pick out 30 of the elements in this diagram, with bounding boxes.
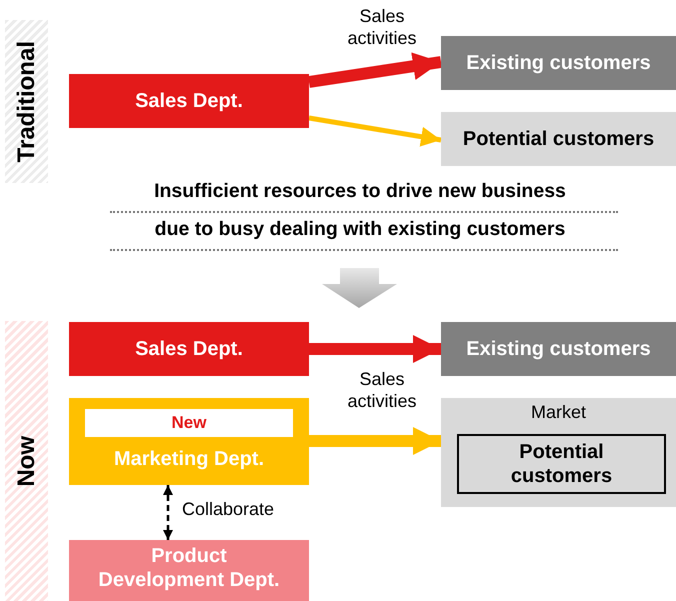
group-box [441, 398, 676, 507]
section-label: Traditional [12, 40, 40, 162]
arrow [163, 485, 173, 540]
node-label: Potential customers [462, 127, 654, 151]
process-box [441, 322, 676, 376]
group-title: Market [530, 402, 587, 423]
node-label: Existing customers [466, 337, 651, 361]
process-box [69, 322, 309, 376]
process-box [69, 398, 309, 485]
node-label: New [172, 412, 206, 434]
section-label: Now [12, 436, 40, 486]
note-text: due to busy dealing with existing customers [154, 218, 566, 241]
arrow [308, 116, 442, 147]
process-box [85, 409, 293, 437]
process-box [69, 74, 309, 128]
note-text: Insufficient resources to drive new business [153, 180, 567, 203]
node-label: Potential customers [510, 440, 614, 488]
process-box [457, 434, 666, 494]
process-box [441, 112, 676, 166]
process-box [69, 540, 309, 601]
node-label: Product Development Dept. [97, 544, 281, 592]
arrow [309, 335, 441, 363]
arrow [309, 427, 441, 455]
node-label: Sales Dept. [135, 89, 243, 113]
arrow [308, 52, 442, 88]
node-label: Marketing Dept. [114, 446, 264, 470]
process-box [441, 36, 676, 90]
section-band [5, 321, 48, 601]
node-label: Existing customers [466, 51, 651, 75]
node-label: Sales Dept. [135, 337, 243, 361]
